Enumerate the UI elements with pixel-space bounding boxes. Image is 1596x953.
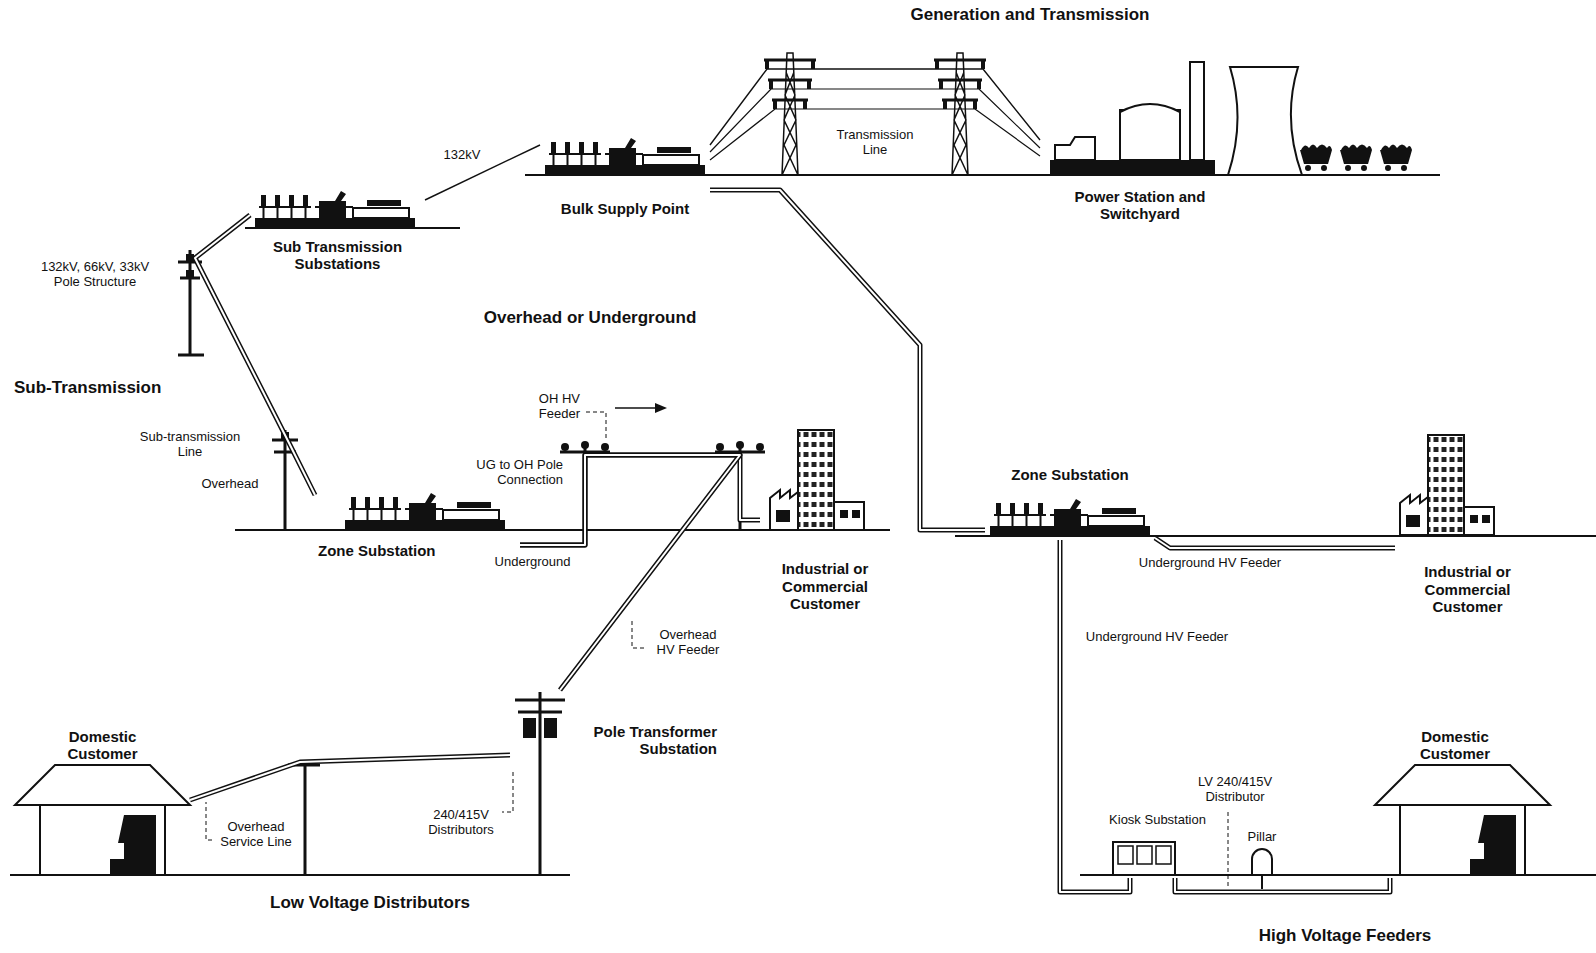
cable-inner	[520, 455, 740, 690]
edge-label: Underground HV Feeder	[1125, 556, 1295, 571]
facility-label: Sub Transmission Substations	[253, 238, 422, 273]
facility-label: Bulk Supply Point	[561, 200, 689, 217]
annotation-label: Generation and Transmission	[880, 5, 1180, 25]
annotation-label: Sub-transmission Line	[130, 430, 250, 460]
cable-connector	[425, 145, 540, 200]
cable-connector	[520, 455, 740, 690]
buildings	[15, 430, 1550, 875]
annotation-label: 240/415V Distributors	[420, 808, 502, 838]
facility-node: Sub Transmission Substations	[250, 185, 425, 275]
facility-label: Power Station and Switchyard	[1065, 188, 1215, 223]
cable-outer	[190, 755, 510, 800]
facility-node: Kiosk Substation	[1100, 810, 1215, 878]
annotation-label: Overhead or Underground	[460, 308, 720, 328]
cable-connector	[1175, 878, 1390, 892]
facility-label: Zone Substation	[1011, 466, 1129, 483]
edge-label: Transmission Line	[830, 128, 920, 158]
edge-label: 132kV	[438, 148, 486, 163]
annotation-label: Underground	[490, 555, 575, 570]
facility-node: Pole Transformer Substation	[510, 690, 720, 760]
cable-outer	[520, 455, 740, 690]
insulators	[186, 254, 764, 738]
cable-connector	[1155, 538, 1395, 548]
cable-outer	[710, 190, 985, 530]
cable-connector	[710, 190, 985, 530]
annotation-label: Overhead HV Feeder	[648, 628, 728, 658]
annotation-label: 132kV, 66kV, 33kV Pole Structure	[25, 260, 165, 290]
cable-outer	[1175, 878, 1390, 892]
facility-node: Industrial or Commercial Customer	[760, 425, 890, 615]
annotation-label: Overhead Service Line	[214, 820, 298, 850]
facility-node: Domestic Customer	[15, 725, 190, 878]
cable-inner	[190, 755, 510, 800]
cable-inner	[710, 190, 985, 530]
facility-node: Zone Substation	[315, 485, 520, 562]
facility-label: Zone Substation	[318, 542, 436, 559]
annotation-label: Pillar	[1242, 830, 1282, 845]
cable-outer	[1155, 538, 1395, 548]
cable-inner	[1060, 540, 1130, 892]
cable-inner	[1155, 538, 1395, 548]
transmission-towers	[710, 53, 1040, 175]
annotation-label: UG to OH Pole Connection	[440, 458, 565, 488]
annotation-label: Low Voltage Distributors	[245, 893, 495, 913]
annotation-label: Sub-Transmission	[12, 378, 202, 398]
cable-outer	[1060, 540, 1130, 892]
cable-connector	[190, 755, 510, 800]
facility-label: Kiosk Substation	[1109, 813, 1206, 828]
substations	[255, 138, 1150, 536]
ground-lines	[10, 175, 1596, 875]
annotation-label: Overhead	[195, 477, 265, 492]
facility-node: Domestic Customer	[1350, 725, 1560, 878]
annotation-label: High Voltage Feeders	[1230, 926, 1460, 946]
facility-label: Pole Transformer Substation	[567, 723, 717, 758]
facility-node: Industrial or Commercial Customer	[1395, 420, 1540, 618]
kiosk-and-pillar	[1113, 842, 1272, 889]
leader-lines	[206, 412, 1228, 886]
facility-label: Industrial or Commercial Customer	[1405, 563, 1530, 615]
annotation-label: LV 240/415V Distributor	[1185, 775, 1285, 805]
facility-node: Power Station and Switchyard	[1040, 70, 1240, 225]
edge-label: Underground HV Feeder	[1072, 630, 1242, 645]
poles	[178, 250, 765, 875]
facility-node: Zone Substation	[985, 463, 1155, 540]
facility-node: Bulk Supply Point	[540, 128, 710, 220]
cable-connector	[1060, 540, 1130, 892]
cable-inner	[1175, 878, 1390, 892]
line-wire	[425, 145, 540, 200]
facility-label: Domestic Customer	[1405, 728, 1505, 763]
direction-arrow	[615, 403, 667, 413]
facility-label: Domestic Customer	[53, 728, 153, 763]
power-station	[1050, 62, 1412, 175]
annotation-label: OH HV Feeder	[520, 392, 582, 422]
facility-label: Industrial or Commercial Customer	[763, 560, 887, 612]
